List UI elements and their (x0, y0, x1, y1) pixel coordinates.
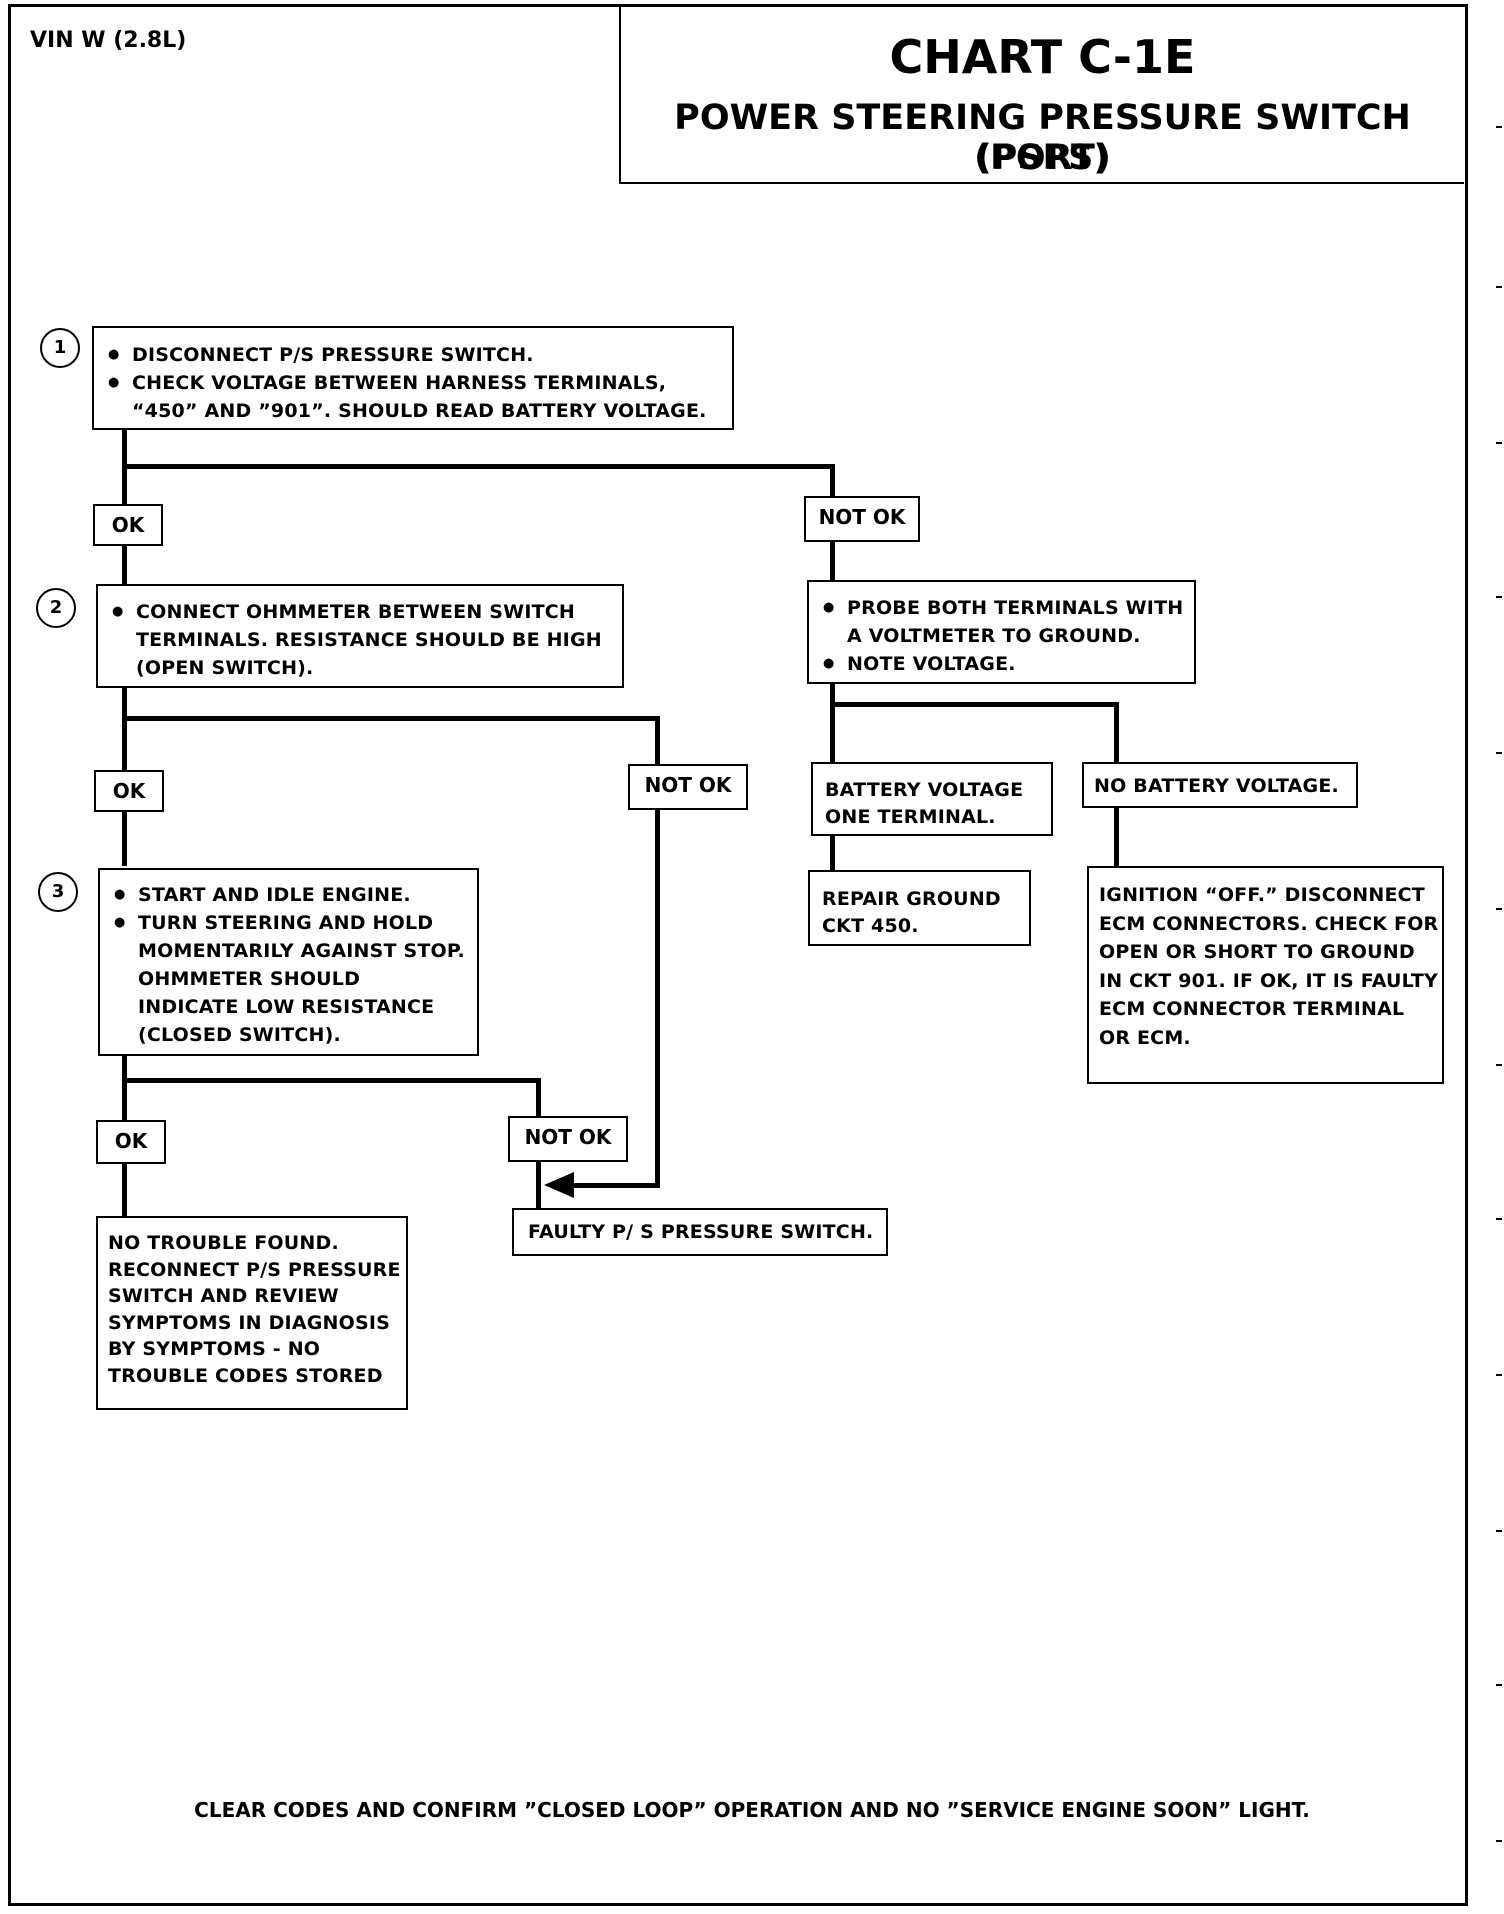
step-2-box: CONNECT OHMMETER BETWEEN SWITCH TERMINAL… (96, 584, 624, 688)
not-ok-label: NOT OK (804, 496, 920, 542)
chart-subtitle: (PORT) (974, 138, 1111, 178)
chart-title: POWER STEERING PRESSURE SWITCH (PSPS) (674, 98, 1411, 178)
ok-label: OK (94, 770, 164, 812)
step-3-item: START AND IDLE ENGINE. (106, 881, 467, 909)
not-ok-label: NOT OK (628, 764, 748, 810)
connector-line (830, 702, 1119, 707)
probe-item: NOTE VOLTAGE. (815, 650, 1184, 678)
not-ok-label: NOT OK (508, 1116, 628, 1162)
margin-tick (1496, 1064, 1502, 1066)
step-2-item: CONNECT OHMMETER BETWEEN SWITCH TERMINAL… (104, 598, 608, 682)
margin-tick (1496, 1840, 1502, 1842)
connector-line (122, 1078, 541, 1083)
margin-tick (1496, 596, 1502, 598)
margin-tick (1496, 126, 1502, 128)
battery-voltage-one-terminal-box: BATTERY VOLTAGE ONE TERMINAL. (811, 762, 1053, 836)
connector-line (830, 464, 835, 504)
no-trouble-found-box: NO TROUBLE FOUND. RECONNECT P/S PRESSURE… (96, 1216, 408, 1410)
connector-line (830, 680, 835, 762)
margin-tick (1496, 908, 1502, 910)
step-number-1: 1 (40, 328, 80, 368)
step-1-box: DISCONNECT P/S PRESSURE SWITCH. CHECK VO… (92, 326, 734, 430)
margin-tick (1496, 752, 1502, 754)
connector-line (830, 834, 835, 872)
connector-line (122, 546, 127, 586)
repair-ground-box: REPAIR GROUND CKT 450. (808, 870, 1031, 946)
ok-label: OK (93, 504, 163, 546)
margin-tick (1496, 442, 1502, 444)
connector-line (1114, 702, 1119, 762)
ignition-off-box: IGNITION “OFF.” DISCONNECT ECM CONNECTOR… (1087, 866, 1444, 1084)
vin-label: VIN W (2.8L) (30, 28, 187, 53)
connector-line (122, 686, 127, 772)
chart-id: CHART C-1E (889, 30, 1196, 84)
ok-label: OK (96, 1120, 166, 1164)
connector-line (655, 716, 660, 772)
connector-line (830, 542, 835, 582)
connector-line (122, 1162, 127, 1218)
margin-tick (1496, 1218, 1502, 1220)
connector-line (560, 1183, 660, 1188)
margin-tick (1496, 1530, 1502, 1532)
connector-line (655, 810, 660, 1186)
connector-line (122, 1052, 127, 1138)
connector-line (1114, 804, 1119, 866)
probe-box: PROBE BOTH TERMINALS WITH A VOLTMETER TO… (807, 580, 1196, 684)
arrow-head-icon (544, 1172, 574, 1198)
connector-line (536, 1158, 541, 1208)
footer-note: CLEAR CODES AND CONFIRM ”CLOSED LOOP” OP… (194, 1798, 1310, 1822)
step-1-item: DISCONNECT P/S PRESSURE SWITCH. (100, 341, 720, 369)
no-battery-voltage-box: NO BATTERY VOLTAGE. (1082, 762, 1358, 808)
probe-item: PROBE BOTH TERMINALS WITH A VOLTMETER TO… (815, 594, 1184, 650)
page-frame (8, 4, 1468, 1906)
connector-line (122, 810, 127, 866)
connector-line (536, 1078, 541, 1120)
margin-tick (1496, 286, 1502, 288)
margin-tick (1496, 1374, 1502, 1376)
page-frame-top (8, 4, 1468, 7)
step-1-item: CHECK VOLTAGE BETWEEN HARNESS TERMINALS,… (100, 369, 720, 425)
step-number-3: 3 (38, 872, 78, 912)
connector-line (122, 464, 835, 469)
step-number-2: 2 (36, 588, 76, 628)
step-3-box: START AND IDLE ENGINE. TURN STEERING AND… (98, 868, 479, 1056)
connector-line (122, 716, 660, 721)
step-3-item: TURN STEERING AND HOLD MOMENTARILY AGAIN… (106, 909, 467, 1049)
title-box: CHART C-1E POWER STEERING PRESSURE SWITC… (619, 4, 1464, 184)
margin-tick (1496, 1684, 1502, 1686)
faulty-switch-box: FAULTY P/ S PRESSURE SWITCH. (512, 1208, 888, 1256)
